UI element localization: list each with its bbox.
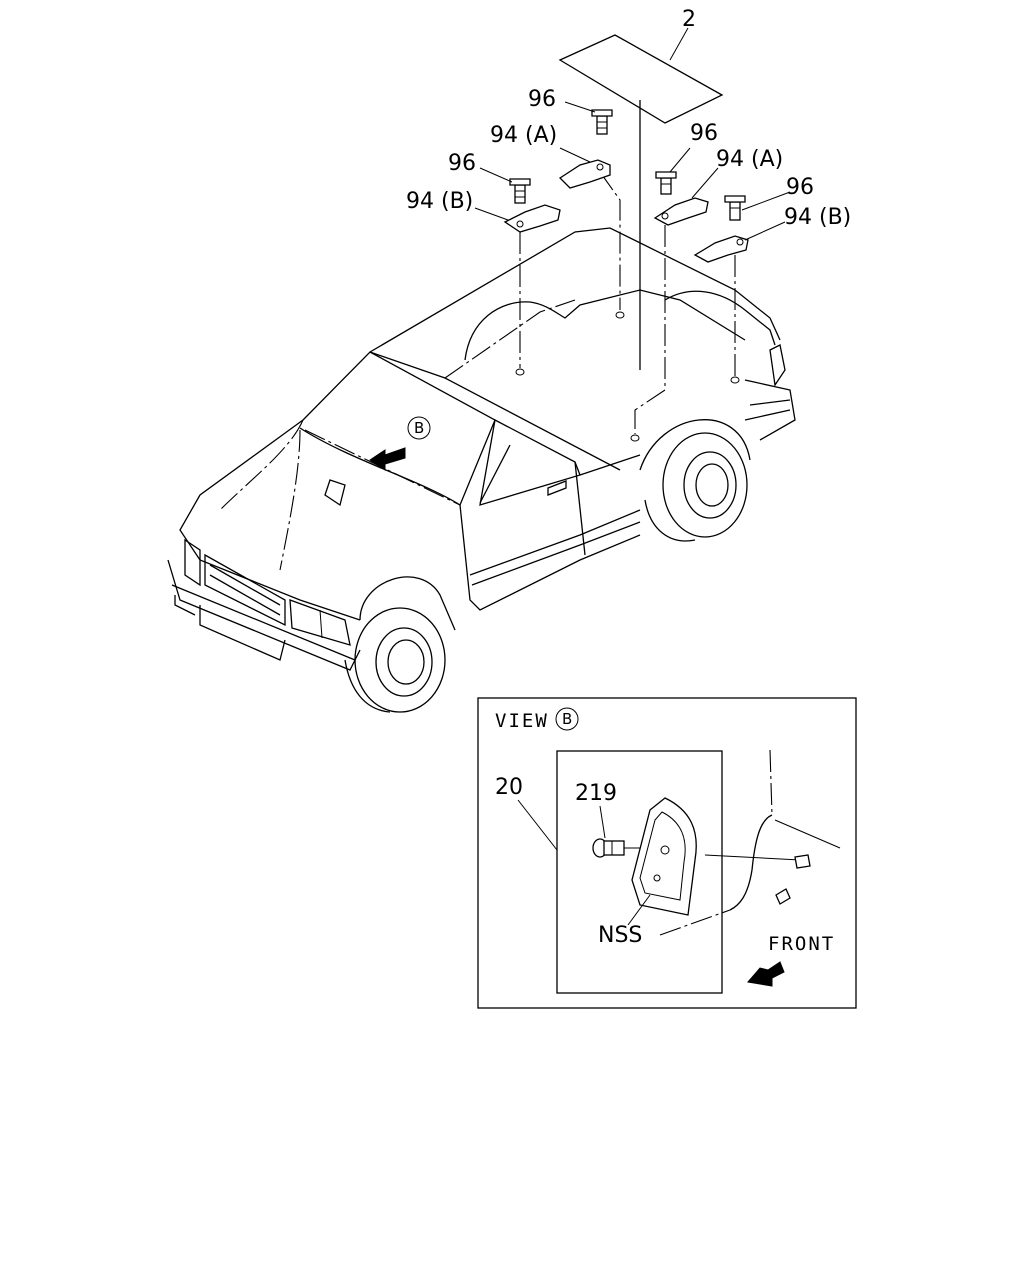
view-b-marker-letter: B [414, 419, 424, 437]
mount-lines [519, 100, 736, 434]
callout-bolt-96-mid: 96 [690, 121, 718, 146]
bolt-96-mid: 96 [655, 121, 718, 195]
callout-bolt-96-right: 96 [786, 175, 814, 200]
view-b-marker: B [369, 416, 431, 471]
callout-bracket-94a-right: 94 (A) [716, 147, 783, 172]
callout-20: 20 [495, 775, 523, 800]
body-panel [659, 749, 841, 936]
pad-part: 2 [558, 7, 724, 124]
callout-bracket-94b-right: 94 (B) [784, 205, 851, 230]
inset-title: VIEW [495, 710, 549, 732]
callout-219: 219 [575, 781, 617, 806]
bracket-94b-left: 94 (B) [406, 189, 561, 233]
bolt-96-right: 96 [724, 175, 814, 221]
inset-view-b: VIEW B 20 219 NSS [477, 697, 857, 1009]
vehicle-outline [167, 227, 796, 713]
bracket-94a-right: 94 (A) [653, 147, 783, 226]
callout-pad-2: 2 [682, 7, 696, 32]
bolt-96-top: 96 [528, 87, 613, 135]
callout-bracket-94b-left: 94 (B) [406, 189, 473, 214]
view-arrow-icon [369, 447, 406, 471]
bulb-part [592, 838, 662, 858]
front-label: FRONT [768, 933, 835, 955]
bracket-94b-right: 94 (B) [693, 205, 851, 263]
front-arrow-icon [747, 961, 785, 987]
callout-nss: NSS [598, 923, 642, 948]
callout-bracket-94a-left: 94 (A) [490, 123, 557, 148]
inset-title-letter: B [562, 710, 572, 728]
callout-bolt-96-left: 96 [448, 151, 476, 176]
bolt-96-left: 96 [448, 151, 531, 204]
callout-bolt-96-top: 96 [528, 87, 556, 112]
bracket-94a-left: 94 (A) [490, 123, 611, 189]
side-lamp-part [631, 797, 697, 916]
